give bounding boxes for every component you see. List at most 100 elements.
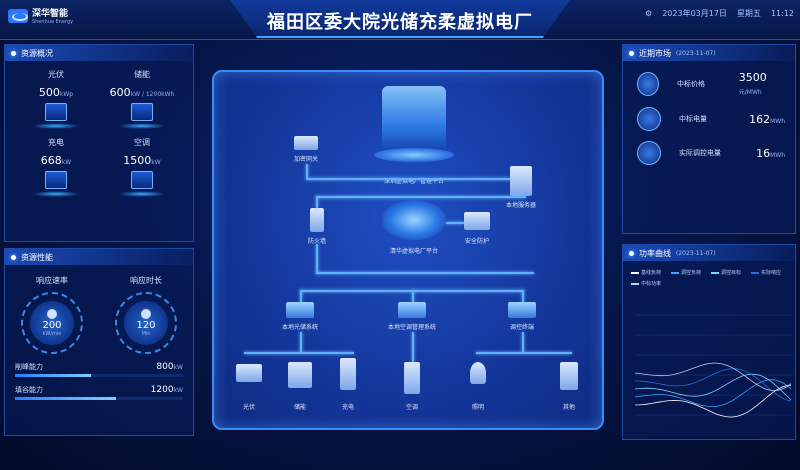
node-label-server: 本地服务器 — [505, 202, 537, 209]
resource-performance-panel: 资源性能 响应速率 200 kW/min 响应时长 120 Min — [4, 248, 194, 436]
series-line — [634, 362, 792, 392]
gateway-icon — [294, 136, 318, 150]
legend-item: 基线负荷 — [631, 269, 661, 276]
series-line — [634, 384, 792, 418]
icon-base-glow — [32, 123, 80, 129]
gauge-value: 200 — [42, 320, 62, 331]
node-label-gateway: 加密网关 — [293, 156, 319, 163]
kpi-bid-energy: 中标电量 162MWh — [623, 97, 795, 131]
subsystem-ac-icon — [398, 302, 426, 318]
link-line — [316, 196, 318, 208]
clock-icon — [47, 309, 57, 319]
charger-icon — [45, 171, 67, 189]
panel-title: 资源性能 — [21, 252, 53, 262]
gauge-ring: 200 kW/min — [21, 292, 83, 354]
capacity-value: 1200kW — [150, 385, 183, 395]
clock-icon — [141, 309, 151, 319]
link-line — [476, 352, 572, 354]
energy-icon — [637, 107, 661, 131]
solar-panel-icon — [236, 364, 262, 382]
node-label-pv-storage-sys: 本地光储系统 — [281, 324, 319, 331]
battery-icon — [288, 362, 312, 388]
kpi-label: 实际调控电量 — [679, 149, 721, 157]
device-label-ac: 空调 — [405, 404, 419, 411]
gauge-unit: Min — [141, 331, 151, 337]
capacity-bar — [15, 374, 183, 377]
gauge-label: 响应时长 — [130, 276, 162, 285]
logo: 深华智能 Shenhua Energy — [8, 6, 73, 25]
topology-diagram: 深圳虚拟电厂管理平台 加密网关 本地服务器 防火墙 清华虚拟电厂平台 安全防护 … — [212, 70, 604, 430]
kpi-bid-price: 中标价格 3500元/MWh — [623, 61, 795, 97]
title-plate — [230, 0, 570, 38]
subsystem-terminal-icon — [508, 302, 536, 318]
vpp-platform-icon — [382, 200, 446, 240]
weekday-text: 星期五 — [736, 9, 761, 18]
power-curve-chart — [634, 314, 793, 418]
device-label-other: 其他 — [562, 404, 576, 411]
resource-value: 600kW / 1200kWh — [109, 86, 175, 99]
link-line — [522, 332, 524, 352]
link-line — [412, 332, 414, 362]
resource-item-ac: 空调 1500kW — [99, 137, 185, 197]
kpi-value: 16MWh — [756, 146, 785, 160]
gauge-label: 响应速率 — [36, 276, 68, 285]
link-line — [306, 178, 510, 180]
link-line — [300, 290, 302, 302]
resource-item-storage: 储能 600kW / 1200kWh — [99, 69, 185, 129]
link-line — [306, 164, 308, 178]
capacity-bar — [15, 397, 183, 400]
resource-label: 充电 — [48, 138, 64, 147]
resource-item-pv: 光伏 500kWp — [13, 69, 99, 129]
platform-base — [374, 148, 454, 162]
node-label-terminal: 调控终端 — [509, 324, 535, 331]
kpi-label: 中标电量 — [679, 115, 707, 123]
panel-title: 资源概况 — [21, 48, 53, 58]
header-right: ⚙ 2023年03月17日 星期五 11:12 — [645, 8, 794, 19]
ac-unit-icon — [131, 171, 153, 189]
panel-header: 功率曲线 (2023-11-07) — [623, 245, 795, 261]
panel-header: 资源性能 — [5, 249, 193, 265]
legend-item: 实际响应 — [751, 269, 781, 276]
node-label-platform-top: 深圳虚拟电厂管理平台 — [383, 178, 445, 185]
power-curve-panel: 功率曲线 (2023-11-07) 基线负荷调控负荷调控目标实际响应中标功率 — [622, 244, 796, 440]
gauge-response-rate: 响应速率 200 kW/min — [21, 275, 83, 354]
gauge-unit: kW/min — [42, 331, 62, 337]
gauge-inner: 120 Min — [124, 301, 168, 345]
resource-value: 500kWp — [38, 86, 74, 99]
date-text: 2023年03月17日 — [662, 9, 727, 18]
capacity-bar-fill — [15, 397, 116, 400]
device-label-charge: 充电 — [341, 404, 355, 411]
resource-label: 光伏 — [48, 70, 64, 79]
link-line — [522, 290, 524, 302]
panel-header: 资源概况 — [5, 45, 193, 61]
kpi-value: 3500元/MWh — [738, 71, 767, 96]
resource-grid: 光伏 500kWp 储能 600kW / 1200kWh 充电 668kW 空调… — [5, 61, 193, 205]
market-panel: 近期市场 (2023-11-07) 中标价格 3500元/MWh 中标电量 16… — [622, 44, 796, 234]
kpi-label: 中标价格 — [676, 80, 705, 88]
node-label-firewall: 防火墙 — [307, 238, 327, 245]
panel-title: 近期市场 — [639, 48, 671, 58]
logo-icon — [8, 8, 28, 23]
firewall-icon — [310, 208, 324, 232]
link-line — [316, 244, 318, 274]
price-icon — [637, 72, 659, 96]
bullet-icon — [629, 250, 634, 256]
link-line — [300, 332, 302, 352]
node-label-vpp: 清华虚拟电厂平台 — [389, 248, 439, 255]
server-icon — [510, 166, 532, 196]
logo-subtext: Shenhua Energy — [32, 19, 74, 25]
gauge-response-duration: 响应时长 120 Min — [115, 275, 177, 354]
icon-base-glow — [32, 191, 80, 197]
series-line — [634, 373, 792, 401]
kpi-value: 162MWh — [749, 112, 785, 126]
resource-item-charge: 充电 668kW — [13, 137, 99, 197]
panel-date: (2023-11-07) — [676, 49, 716, 57]
panel-header: 近期市场 (2023-11-07) — [623, 45, 795, 61]
device-label-storage: 储能 — [293, 404, 307, 411]
shield-icon — [464, 212, 490, 230]
link-line — [316, 196, 526, 198]
panel-title: 功率曲线 — [639, 248, 671, 258]
series-line — [635, 368, 792, 402]
settings-icon[interactable]: ⚙ — [645, 9, 653, 18]
